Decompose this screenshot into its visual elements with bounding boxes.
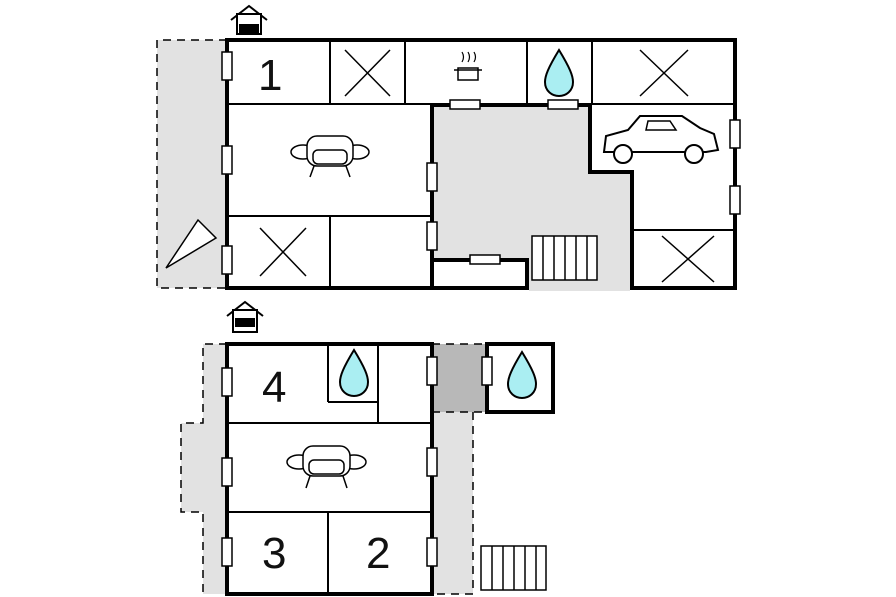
cross-icon — [639, 49, 689, 97]
window — [426, 537, 438, 567]
window — [221, 537, 233, 567]
room-label-2: 2 — [366, 529, 390, 578]
upper-floor: 1 — [156, 4, 741, 291]
courtyard-inner-wall — [432, 258, 529, 288]
passage-outline — [432, 343, 487, 413]
water-drop-icon — [338, 348, 370, 398]
room-label-4: 4 — [262, 363, 286, 412]
window — [426, 162, 438, 192]
house-entrance-icon — [230, 4, 268, 35]
sofa-icon — [286, 445, 367, 489]
stairs-icon — [480, 545, 547, 591]
cross-icon — [344, 49, 391, 97]
room-label-1: 1 — [258, 51, 282, 100]
window — [221, 145, 233, 175]
stairs-icon — [531, 235, 598, 281]
window — [426, 447, 438, 477]
window — [426, 356, 438, 386]
terrace-left — [157, 40, 227, 288]
car-icon — [602, 115, 720, 164]
house-entrance-icon — [226, 300, 264, 333]
cooking-pot-icon — [454, 51, 482, 81]
window — [221, 457, 233, 487]
water-drop-icon — [506, 350, 538, 400]
window — [426, 221, 438, 251]
window — [547, 99, 579, 110]
room-label-3: 3 — [262, 529, 286, 578]
triangle-marker-icon — [165, 218, 218, 269]
window — [449, 99, 481, 110]
lower-floor: 4 3 2 — [180, 300, 555, 596]
window — [221, 51, 233, 81]
terrace-right-lower-outline — [432, 412, 474, 595]
window — [729, 119, 741, 149]
terrace-left-lower — [181, 344, 227, 594]
passage-dark — [432, 344, 487, 412]
window — [221, 245, 233, 275]
window — [729, 185, 741, 215]
window — [221, 367, 233, 397]
water-drop-icon — [543, 48, 575, 98]
window — [469, 254, 501, 265]
terrace-left-outline — [156, 39, 227, 289]
sofa-icon — [290, 135, 370, 178]
cross-icon — [661, 235, 715, 283]
cross-icon — [259, 227, 307, 277]
window — [481, 356, 493, 386]
terrace-right-lower — [432, 412, 473, 594]
courtyard-wall — [430, 103, 634, 288]
